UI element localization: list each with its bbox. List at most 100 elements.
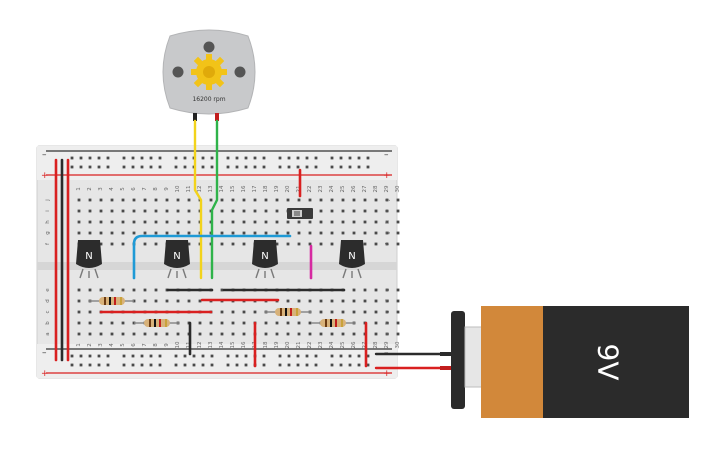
motor-hole-top — [203, 41, 215, 53]
battery-body-black — [543, 306, 689, 418]
gear-icon — [191, 54, 227, 90]
motor-terminal-red[interactable] — [215, 113, 219, 121]
resistor-3[interactable] — [265, 308, 311, 316]
column-number: 13 — [208, 341, 214, 348]
row-letter: j — [385, 199, 391, 202]
column-number: 25 — [340, 185, 346, 192]
column-number: 16 — [241, 185, 247, 192]
row-letter: c — [385, 310, 391, 313]
column-number: 22 — [307, 342, 313, 349]
battery-9v[interactable]: 9V — [440, 306, 689, 418]
column-number: 28 — [373, 185, 379, 192]
row-letter: b — [45, 321, 51, 325]
column-number: 26 — [351, 185, 357, 192]
column-number: 18 — [263, 185, 269, 192]
rail-minus-top-left: – — [42, 150, 47, 160]
column-number: 3 — [98, 187, 104, 191]
row-letter: c — [45, 310, 51, 313]
row-letter: a — [45, 332, 51, 335]
row-letter: i — [45, 210, 51, 212]
column-number: 19 — [274, 185, 280, 192]
breadboard: – + – + – + – + 112233445566778899101011… — [36, 145, 401, 379]
battery-wire-lead-red — [440, 366, 451, 370]
row-letter: g — [385, 231, 391, 235]
column-number: 10 — [175, 185, 181, 192]
breadboard-center-channel — [37, 262, 397, 270]
column-number: 9 — [164, 187, 170, 191]
column-number: 20 — [285, 185, 291, 192]
row-letter: j — [45, 199, 51, 202]
row-letter: h — [385, 220, 391, 224]
resistor-1[interactable] — [89, 297, 134, 305]
transistor-1[interactable]: N — [76, 240, 102, 279]
resistor-4[interactable] — [311, 319, 355, 327]
row-letter: g — [45, 231, 51, 235]
rail-plus-top-right: + — [383, 171, 391, 181]
column-number: 11 — [186, 186, 192, 193]
battery-connector-cap — [451, 311, 465, 409]
row-letter: e — [45, 288, 51, 292]
transistor-4[interactable]: N — [339, 240, 365, 279]
battery-wire-lead-black — [440, 352, 451, 356]
transistor-label: N — [348, 251, 355, 262]
breadboard-labels: 1122334455667788991010111112121313141415… — [45, 185, 401, 348]
column-number: 30 — [395, 341, 401, 348]
column-number: 28 — [373, 341, 379, 348]
column-number: 14 — [219, 341, 225, 348]
column-number: 5 — [120, 343, 126, 347]
column-number: 27 — [362, 185, 368, 192]
breadboard-rail-bottom — [37, 344, 397, 378]
motor-hole-left — [172, 66, 184, 78]
column-number: 9 — [164, 343, 170, 347]
row-letter: e — [385, 288, 391, 292]
transistor-label: N — [173, 251, 180, 262]
column-number: 16 — [241, 341, 247, 348]
battery-body-copper — [481, 306, 543, 418]
column-number: 22 — [307, 186, 313, 193]
row-letter: i — [385, 210, 391, 212]
column-number: 15 — [230, 341, 236, 348]
slide-switch[interactable] — [287, 208, 313, 219]
motor-terminal-black[interactable] — [193, 113, 197, 121]
transistor-3[interactable]: N — [252, 240, 278, 279]
column-number: 2 — [87, 343, 93, 347]
transistor-label: N — [85, 251, 92, 262]
column-number: 1 — [76, 187, 82, 191]
column-number: 21 — [296, 342, 302, 349]
column-number: 23 — [318, 341, 324, 348]
column-number: 6 — [131, 343, 137, 347]
rail-plus-bottom-right: + — [383, 369, 391, 379]
wires — [54, 119, 442, 370]
column-number: 17 — [252, 185, 258, 192]
battery-label: 9V — [592, 344, 625, 381]
row-letter: h — [45, 220, 51, 224]
column-number: 19 — [274, 341, 280, 348]
column-number: 2 — [87, 187, 93, 191]
wire-yellow-motor[interactable] — [193, 119, 203, 280]
column-number: 15 — [230, 185, 236, 192]
column-number: 7 — [142, 187, 148, 191]
dc-motor[interactable]: 16200 rpm — [162, 29, 256, 121]
row-letter: f — [385, 242, 391, 245]
column-number: 1 — [76, 343, 82, 347]
wire-blue[interactable] — [132, 234, 292, 280]
column-number: 25 — [340, 341, 346, 348]
rail-minus-top-right: – — [384, 150, 389, 160]
column-number: 12 — [197, 186, 203, 193]
column-number: 30 — [395, 185, 401, 192]
column-number: 20 — [285, 341, 291, 348]
wire-green-motor[interactable] — [210, 119, 219, 280]
column-number: 18 — [263, 341, 269, 348]
rail-plus-bottom-left: + — [41, 369, 49, 379]
row-letter: d — [45, 299, 51, 303]
column-number: 14 — [219, 185, 225, 192]
row-letter: d — [385, 299, 391, 303]
column-number: 29 — [384, 341, 390, 348]
column-number: 4 — [109, 187, 115, 191]
battery-terminal-block — [464, 326, 483, 388]
column-number: 24 — [329, 341, 335, 348]
rail-minus-bottom-left: – — [42, 348, 47, 358]
resistor-2[interactable] — [134, 319, 179, 327]
transistor-2[interactable]: N — [164, 240, 190, 279]
column-number: 4 — [109, 343, 115, 347]
